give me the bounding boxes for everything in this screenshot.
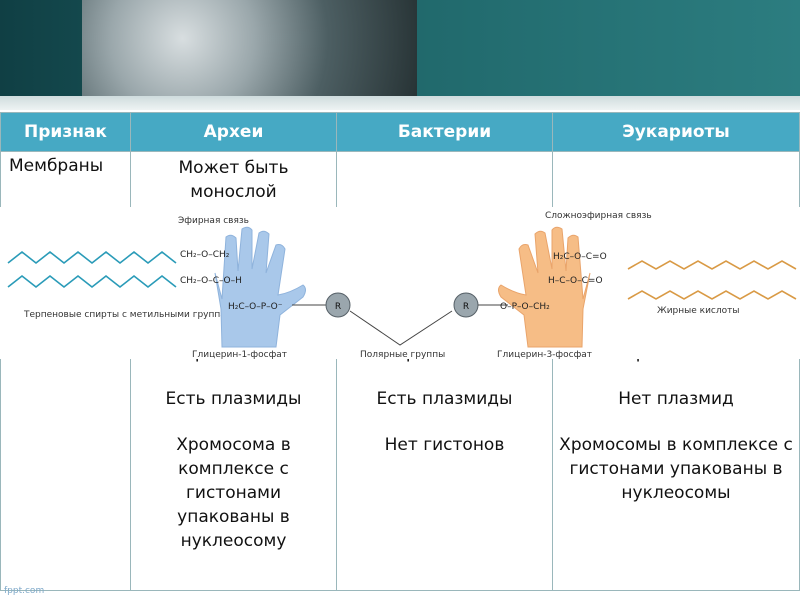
bacteria-histones-text: Нет гистонов: [384, 434, 505, 455]
glycerol-1-label: Глицерин-1-фосфат: [192, 350, 287, 359]
footer-watermark: fppt.com: [4, 586, 45, 596]
header-feature: Признак: [0, 112, 131, 152]
ester-bond-label: Сложноэфирная связь: [545, 211, 652, 221]
ether-bond-label: Эфирная связь: [178, 216, 249, 226]
eukaryote-plasmids-text: Нет плазмид: [618, 388, 734, 409]
fatty-acid-chain-upper: [627, 260, 797, 270]
table-header-row: Признак Археи Бактерии Эукариоты: [0, 112, 800, 152]
svg-text:H₂C–O–C=O: H₂C–O–C=O: [553, 252, 607, 262]
row-label-membranes: Мембраны: [0, 151, 131, 213]
eukaryote-membrane-cell: [552, 151, 800, 213]
fatty-acid-chain-lower: [627, 290, 797, 300]
archaea-histones-text: Хромосома в комплексе с гистонами упаков…: [176, 434, 291, 551]
eukaryote-histones-text: Хромосомы в комплексе с гистонами упаков…: [559, 434, 793, 503]
terpene-chain-lower: [7, 274, 177, 289]
glycerol-3-label: Глицерин-3-фосфат: [497, 350, 592, 359]
header-eukaryotes: Эукариоты: [552, 112, 800, 152]
svg-text:H–C–O–C=O: H–C–O–C=O: [548, 276, 603, 286]
membrane-lipid-diagram: Терпеновые спирты с метильными группами …: [0, 207, 800, 360]
terpene-chain-upper: [7, 250, 177, 265]
svg-text:CH₂–O–C–O–H: CH₂–O–C–O–H: [180, 276, 242, 286]
microscope-photo: [82, 0, 417, 96]
svg-text:O–P–O–CH₂: O–P–O–CH₂: [500, 302, 550, 312]
bacteria-plasmids-text: Есть плазмиды: [376, 388, 513, 409]
svg-text:H₂C–O–P–O⁻: H₂C–O–P–O⁻: [228, 302, 283, 312]
polar-group-left-label: R: [335, 302, 341, 312]
svg-text:CH₂–O–CH₂: CH₂–O–CH₂: [180, 250, 230, 260]
header-bacteria: Бактерии: [336, 112, 553, 152]
archaea-plasmids-text: Есть плазмиды: [165, 388, 302, 409]
fatty-acids-label: Жирные кислоты: [657, 306, 740, 316]
polar-groups-label: Полярные группы: [360, 350, 445, 359]
header-archaea: Археи: [130, 112, 337, 152]
bacteria-membrane-cell: [336, 151, 553, 213]
banner-divider: [0, 96, 800, 110]
polar-group-left: [325, 292, 351, 318]
terpene-label: Терпеновые спирты с метильными группами: [23, 310, 239, 320]
header-banner: [0, 0, 800, 96]
hand-right-icon: [498, 226, 591, 348]
archaea-membrane-cell: Может быть монослой: [130, 151, 337, 213]
table-row: Мембраны Может быть монослой: [0, 151, 800, 213]
polar-group-right-label: R: [463, 302, 469, 312]
hand-left-icon: [214, 226, 306, 348]
